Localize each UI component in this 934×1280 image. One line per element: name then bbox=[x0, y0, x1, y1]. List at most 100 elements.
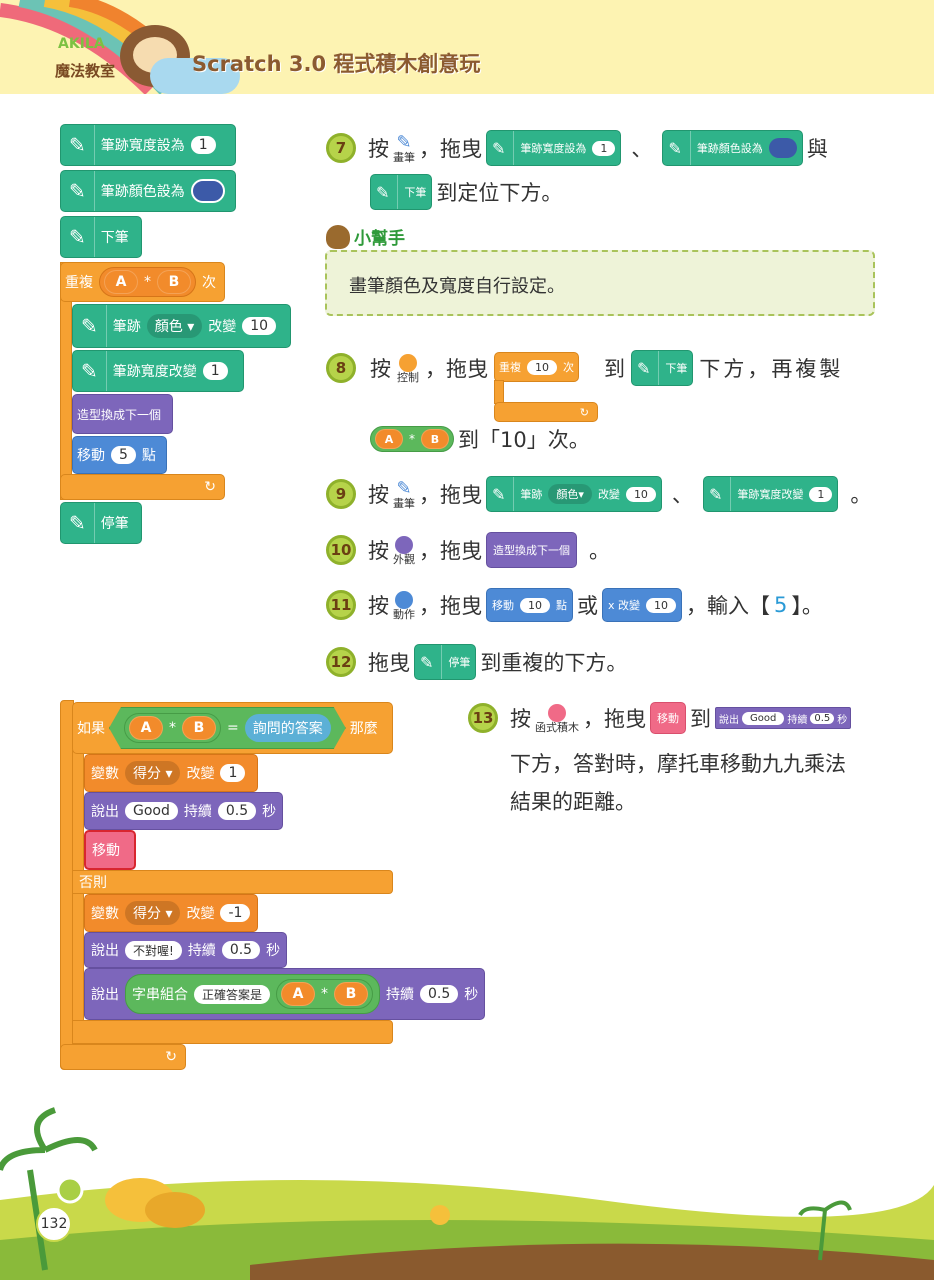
value-input[interactable]: 0.5 bbox=[420, 985, 459, 1003]
color-picker[interactable] bbox=[190, 179, 225, 203]
block-set-pen-color[interactable]: ✎筆跡顏色設為 bbox=[662, 130, 803, 166]
variable-dropdown[interactable]: 得分 ▾ bbox=[125, 761, 181, 785]
value-input[interactable]: Good bbox=[125, 802, 178, 820]
step-number: 11 bbox=[326, 590, 356, 620]
label: 下筆 bbox=[100, 230, 129, 246]
pen-icon: ✎ bbox=[709, 477, 732, 511]
loop-arrow-icon: ↻ bbox=[494, 402, 598, 422]
label: 下筆 bbox=[404, 186, 427, 199]
value-input[interactable]: 10 bbox=[242, 317, 277, 335]
loop-end: ↻ bbox=[60, 1044, 186, 1070]
block-pen-down[interactable]: ✎下筆 bbox=[370, 174, 433, 210]
block-change-score-neg[interactable]: 變數得分 ▾改變-1 bbox=[84, 894, 258, 932]
pen-category-icon[interactable]: ✎畫筆 bbox=[393, 131, 415, 164]
value-input[interactable]: 0.5 bbox=[217, 802, 257, 820]
value-input[interactable]: 正確答案是 bbox=[194, 984, 271, 1004]
label: 停筆 bbox=[448, 656, 471, 669]
value: 1 bbox=[809, 486, 833, 502]
block-next-costume[interactable]: 造型換成下一個 bbox=[72, 394, 173, 434]
label: 改變 bbox=[208, 319, 237, 335]
text: ，拖曳 bbox=[419, 539, 482, 563]
color-dropdown[interactable]: 顏色 ▾ bbox=[146, 314, 203, 338]
block-pen-up[interactable]: ✎停筆 bbox=[414, 644, 477, 680]
value: 10 bbox=[520, 597, 550, 613]
control-category-icon[interactable]: 控制 bbox=[397, 353, 419, 383]
operator-multiply[interactable]: A*B bbox=[276, 979, 374, 1009]
block-move-custom[interactable]: 移動 bbox=[84, 830, 136, 870]
pen-icon: ✎ bbox=[69, 171, 95, 211]
text: 或 bbox=[577, 594, 598, 618]
help-title: 小幫手 bbox=[326, 224, 405, 249]
label: 秒 bbox=[837, 714, 848, 726]
value-input[interactable]: 0.5 bbox=[221, 941, 261, 959]
pen-icon: ✎ bbox=[69, 503, 95, 543]
label: 秒 bbox=[464, 987, 479, 1003]
value-input[interactable]: 1 bbox=[190, 136, 216, 154]
text: ，拖曳 bbox=[419, 483, 482, 507]
value-input[interactable]: -1 bbox=[220, 904, 251, 922]
text: ，輸入【 bbox=[686, 594, 771, 618]
label: 筆跡寬度設為 bbox=[520, 142, 587, 155]
value-input[interactable]: 不對喔! bbox=[125, 940, 182, 960]
block-move-custom[interactable]: 移動 bbox=[650, 702, 686, 734]
block-next-costume[interactable]: 造型換成下一個 bbox=[486, 532, 577, 568]
block-if-else[interactable]: 如果 A*B = 詢問的答案 那麼 bbox=[72, 702, 393, 754]
block-set-pen-color[interactable]: ✎筆跡顏色設為 bbox=[60, 170, 236, 212]
myblocks-category-icon[interactable]: 函式積木 bbox=[535, 703, 579, 733]
block-pen-down[interactable]: ✎下筆 bbox=[60, 216, 142, 258]
label: 持續 bbox=[787, 714, 808, 726]
label: 顏色 bbox=[154, 319, 183, 335]
page-number: 132 bbox=[36, 1206, 72, 1242]
text: 到 bbox=[604, 357, 625, 381]
var-b: B bbox=[182, 716, 216, 740]
operator-multiply[interactable]: A*B bbox=[99, 267, 196, 297]
motion-category-icon[interactable]: 動作 bbox=[393, 590, 415, 620]
operator-multiply[interactable]: A*B bbox=[124, 713, 221, 743]
cloud-decoration bbox=[150, 58, 240, 94]
op: * bbox=[321, 986, 329, 1002]
label: 說出 bbox=[91, 804, 119, 820]
label: 畫筆 bbox=[393, 496, 415, 510]
operator-multiply-block[interactable]: A*B bbox=[370, 426, 454, 452]
variable-dropdown[interactable]: 得分 ▾ bbox=[125, 901, 181, 925]
text: 按 bbox=[368, 594, 389, 618]
label: 移動 bbox=[77, 448, 105, 464]
label: 說出 bbox=[91, 987, 119, 1003]
value-input[interactable]: 1 bbox=[202, 362, 228, 380]
condition-equals[interactable]: A*B = 詢問的答案 bbox=[109, 707, 346, 749]
step-7-line2: ✎下筆 到定位下方。 bbox=[370, 174, 562, 210]
block-pen-up[interactable]: ✎停筆 bbox=[60, 502, 142, 544]
value-input[interactable]: 1 bbox=[220, 764, 246, 782]
label: 重複 bbox=[499, 361, 521, 374]
text: ，拖曳 bbox=[419, 594, 482, 618]
looks-category-icon[interactable]: 外觀 bbox=[393, 535, 415, 565]
block-pen-down[interactable]: ✎下筆 bbox=[631, 350, 694, 386]
answer-reporter[interactable]: 詢問的答案 bbox=[245, 714, 331, 742]
value-input[interactable]: 5 bbox=[111, 446, 136, 464]
pen-category-icon[interactable]: ✎畫筆 bbox=[393, 477, 415, 510]
step-12: 12 拖曳 ✎停筆 到重複的下方。 bbox=[326, 644, 627, 680]
var-a: A bbox=[129, 716, 163, 740]
text: 按 bbox=[370, 357, 391, 381]
